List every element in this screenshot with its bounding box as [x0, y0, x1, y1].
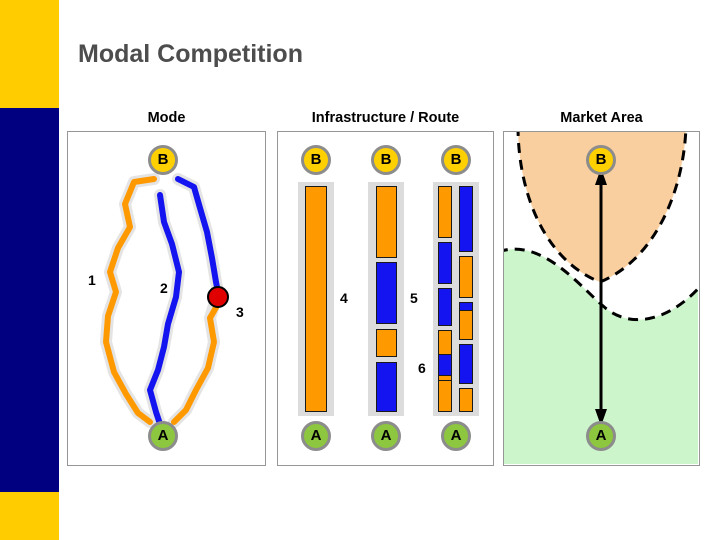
- market-area-diagram: [504, 132, 698, 464]
- panel-mode: B A 1 2 3: [67, 131, 266, 466]
- column-header-mode: Mode: [147, 110, 186, 126]
- route-6-left-segment-5-rail[interactable]: [438, 354, 452, 376]
- column-header-infrastructure-route: Infrastructure / Route: [311, 110, 460, 126]
- mode-node-a[interactable]: A: [148, 421, 178, 451]
- route-4-segment-road[interactable]: [305, 186, 327, 412]
- market-node-b[interactable]: B: [586, 145, 616, 175]
- arrow-head-down: [595, 409, 607, 426]
- route-4-node-b[interactable]: B: [301, 145, 331, 175]
- market-boundary-a-dashed: [504, 247, 698, 322]
- route-6-left-segment-1-road[interactable]: [438, 186, 452, 238]
- route-6-track: [433, 182, 479, 416]
- route-6-right-segment-4-road[interactable]: [459, 310, 473, 340]
- route-6-right-segment-5-rail[interactable]: [459, 344, 473, 384]
- mode-link-2-label: 2: [160, 280, 168, 296]
- route-6-node-b[interactable]: B: [441, 145, 471, 175]
- mode-link-2-rail: [147, 192, 182, 427]
- page-title: Modal Competition: [78, 40, 303, 68]
- route-5-track: [368, 182, 404, 416]
- sidebar-band-top: [0, 0, 59, 108]
- market-node-a[interactable]: A: [586, 421, 616, 451]
- mode-link-1-road: [103, 176, 157, 425]
- market-boundary-b-dashed: [516, 132, 688, 284]
- route-6-label: 6: [418, 360, 426, 376]
- route-5-segment-4-rail[interactable]: [376, 362, 397, 412]
- mode-node-b[interactable]: B: [148, 145, 178, 175]
- column-header-market-area: Market Area: [560, 110, 643, 126]
- route-6-left-segment-3-rail[interactable]: [438, 288, 452, 326]
- competition-arrow: [595, 168, 607, 426]
- panel-market-area: B A: [503, 131, 700, 466]
- sidebar-band-middle: [0, 108, 59, 492]
- sidebar-band-bottom: [0, 492, 59, 540]
- route-5-segment-1-road[interactable]: [376, 186, 397, 258]
- route-5-segment-2-rail[interactable]: [376, 262, 397, 324]
- route-4-track: [298, 182, 334, 416]
- mode-link-3-label: 3: [236, 304, 244, 320]
- arrow-head-up: [595, 168, 607, 185]
- route-5-label: 5: [410, 290, 418, 306]
- route-6-right-segment-2-road[interactable]: [459, 256, 473, 298]
- route-5-node-b[interactable]: B: [371, 145, 401, 175]
- route-4-label: 4: [340, 290, 348, 306]
- route-5-segment-3-road[interactable]: [376, 329, 397, 357]
- mode-link-3-rail-leg: [175, 176, 221, 295]
- route-6-left-segment-2-rail[interactable]: [438, 242, 452, 284]
- route-6-node-a[interactable]: A: [441, 421, 471, 451]
- route-6-right-segment-1-rail[interactable]: [459, 186, 473, 252]
- route-4-node-a[interactable]: A: [301, 421, 331, 451]
- mode-network-diagram: [100, 173, 229, 430]
- mode-link-3-road-leg: [171, 301, 221, 425]
- sidebar-divider: [59, 0, 62, 540]
- route-5-node-a[interactable]: A: [371, 421, 401, 451]
- route-6-right-segment-6-road[interactable]: [459, 388, 473, 412]
- panel-infrastructure-route: B A 4 B A 5 B: [277, 131, 494, 466]
- route-6-left-segment-6-road[interactable]: [438, 380, 452, 412]
- mode-link-1-label: 1: [88, 272, 96, 288]
- mode-link-3-transfer-node: [207, 286, 229, 308]
